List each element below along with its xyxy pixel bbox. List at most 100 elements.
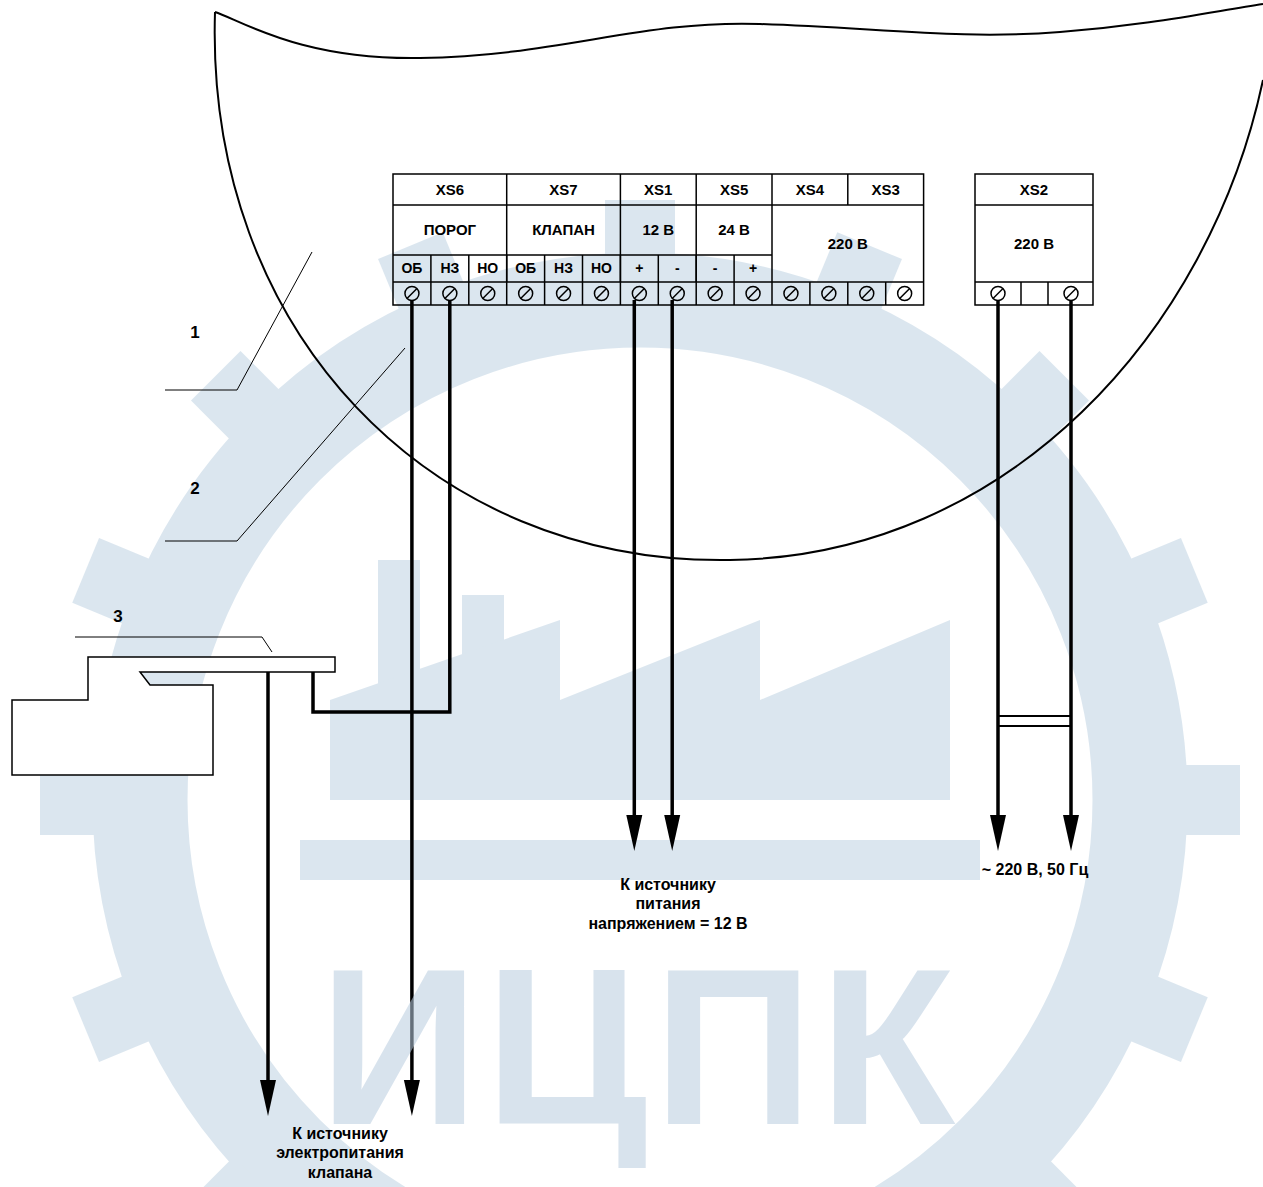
destination-note: К источнику электропитания клапана <box>250 1121 430 1185</box>
destination-note: К источнику питания напряжением = 12 В <box>588 858 748 950</box>
pin-name: НЗ <box>545 255 583 282</box>
screw-slot <box>521 289 531 299</box>
wire <box>633 300 637 820</box>
leader-line <box>165 252 312 390</box>
column-line <box>885 282 887 305</box>
screw-slot <box>1066 289 1076 299</box>
row-line <box>975 281 1093 283</box>
screw-slot <box>634 289 644 299</box>
column-lines <box>431 255 886 305</box>
column-line <box>468 255 470 305</box>
row-line <box>975 204 1093 206</box>
terminal-function: ПОРОГ <box>393 205 507 255</box>
screw-slot <box>407 289 417 299</box>
screw-slot <box>559 289 569 299</box>
factory-roof <box>330 620 950 800</box>
gear-tooth <box>847 246 870 301</box>
screw-slot <box>672 289 682 299</box>
screw <box>784 287 798 301</box>
terminal-voltage: 24 В <box>696 205 772 255</box>
pin-name: + <box>620 255 658 282</box>
column-line <box>1020 282 1022 305</box>
gear-tooth <box>216 376 258 418</box>
screw <box>860 287 874 301</box>
block-frame <box>975 174 1093 305</box>
screw <box>405 287 419 301</box>
terminal-voltage: 220 В <box>975 205 1093 282</box>
gear-teeth <box>40 200 1240 1187</box>
screw-terminals <box>405 287 912 301</box>
screw-slot <box>710 289 720 299</box>
valve-outline <box>12 657 335 775</box>
gear-tooth <box>1022 1182 1064 1187</box>
screw <box>594 287 608 301</box>
gear-tooth <box>1139 1007 1194 1030</box>
column-line <box>658 255 660 305</box>
screw-slot <box>824 289 834 299</box>
column-line <box>847 282 849 305</box>
terminal-name: XS2 <box>975 174 1093 205</box>
callout-number: 3 <box>103 602 133 632</box>
pin-name: - <box>658 255 696 282</box>
gear-tooth <box>1180 765 1240 835</box>
pin-name: НО <box>583 255 621 282</box>
column-line <box>733 255 735 305</box>
gear-tooth <box>1022 376 1064 418</box>
wire <box>313 300 450 712</box>
wire <box>266 672 270 1085</box>
housing-contour <box>215 12 1263 560</box>
column-line <box>430 255 432 305</box>
column-line <box>809 282 811 305</box>
callout-number: 2 <box>180 474 210 504</box>
valve <box>12 657 335 775</box>
terminal-name: XS5 <box>696 174 772 205</box>
column-line <box>582 255 584 305</box>
break-line <box>215 4 1263 58</box>
screw <box>670 287 684 301</box>
leader-line <box>165 348 405 541</box>
factory-base <box>300 840 980 880</box>
column-line <box>695 255 697 305</box>
screw <box>1064 287 1078 301</box>
column-line <box>771 282 773 305</box>
terminal-voltage: 220 В <box>772 205 924 282</box>
column-line <box>1047 282 1049 305</box>
screw <box>443 287 457 301</box>
screw <box>519 287 533 301</box>
pin-name: + <box>734 255 772 282</box>
bond-line <box>998 725 1071 727</box>
screw-slot <box>483 289 493 299</box>
screw <box>708 287 722 301</box>
housing-outline <box>215 4 1263 560</box>
screw <box>746 287 760 301</box>
bond-line <box>998 715 1071 717</box>
pin-name: ОБ <box>393 255 431 282</box>
terminal-name: XS3 <box>848 174 924 205</box>
screw <box>632 287 646 301</box>
pin-name: НЗ <box>431 255 469 282</box>
screw-slot <box>900 289 910 299</box>
terminal-name: XS4 <box>772 174 848 205</box>
destination-note: ~ 220 В, 50 Гц <box>935 858 1135 882</box>
terminal-name: XS6 <box>393 174 507 205</box>
group-line <box>847 174 849 205</box>
screw-slot <box>862 289 872 299</box>
screw-slot <box>445 289 455 299</box>
screw <box>481 287 495 301</box>
screw <box>898 287 912 301</box>
arrowhead <box>990 815 1006 851</box>
callout-number: 1 <box>180 318 210 348</box>
gear-tooth <box>1139 570 1194 593</box>
screw <box>822 287 836 301</box>
pin-name: НО <box>469 255 507 282</box>
screw <box>991 287 1005 301</box>
screw <box>557 287 571 301</box>
arrowhead <box>626 815 642 851</box>
pin-name: ОБ <box>507 255 545 282</box>
leader-lines <box>75 252 405 652</box>
terminal-voltage: 12 В <box>620 205 696 255</box>
pin-name: - <box>696 255 734 282</box>
column-line <box>620 255 622 305</box>
watermark-gear <box>40 200 1240 1187</box>
